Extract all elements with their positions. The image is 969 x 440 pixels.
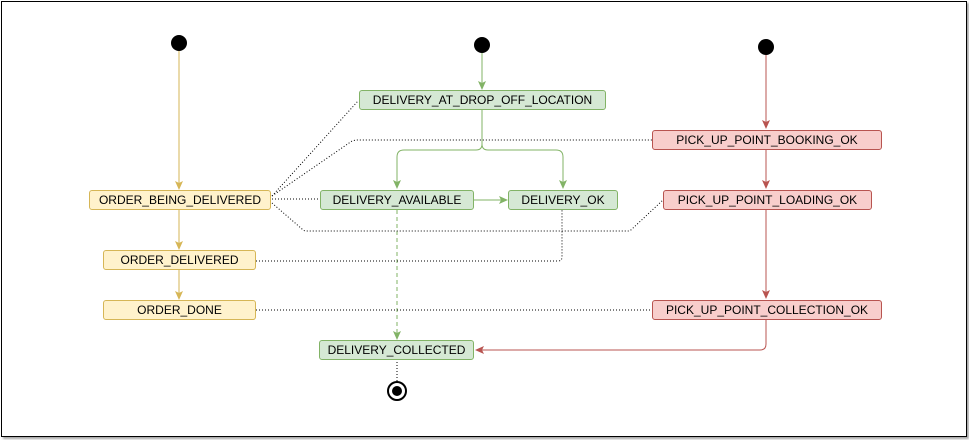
state-label: DELIVERY_AT_DROP_OFF_LOCATION: [372, 93, 593, 107]
initial-state-pickup: [758, 39, 774, 55]
edge-drop-off-to-available: [393, 110, 483, 189]
state-delivery-ok: DELIVERY_OK: [508, 190, 618, 210]
edge-drop-off-to-ok: [481, 143, 567, 189]
state-label: DELIVERY_OK: [521, 193, 605, 207]
edge-collection-to-delivery-collected: [475, 320, 767, 354]
state-label: PICK_UP_POINT_LOADING_OK: [677, 193, 858, 207]
state-label: PICK_UP_POINT_BOOKING_OK: [676, 133, 858, 147]
initial-state-order: [171, 35, 187, 51]
state-label: ORDER_DELIVERED: [120, 253, 239, 267]
state-order-done: ORDER_DONE: [103, 300, 256, 320]
state-pick-up-point-collection-ok: PICK_UP_POINT_COLLECTION_OK: [652, 300, 882, 320]
final-state: [387, 381, 407, 401]
state-pick-up-point-loading-ok: PICK_UP_POINT_LOADING_OK: [663, 190, 872, 210]
state-delivery-collected: DELIVERY_COLLECTED: [319, 340, 474, 360]
initial-state-delivery: [474, 37, 490, 53]
state-label: ORDER_DONE: [137, 303, 222, 317]
dotted-associations: [256, 100, 664, 381]
state-delivery-available: DELIVERY_AVAILABLE: [320, 190, 474, 210]
state-pick-up-point-booking-ok: PICK_UP_POINT_BOOKING_OK: [652, 130, 882, 150]
state-order-being-delivered: ORDER_BEING_DELIVERED: [89, 190, 271, 210]
state-label: PICK_UP_POINT_COLLECTION_OK: [665, 303, 869, 317]
state-delivery-at-drop-off-location: DELIVERY_AT_DROP_OFF_LOCATION: [359, 90, 606, 110]
state-label: DELIVERY_AVAILABLE: [332, 193, 462, 207]
state-order-delivered: ORDER_DELIVERED: [103, 250, 256, 270]
state-label: ORDER_BEING_DELIVERED: [98, 193, 262, 207]
state-label: DELIVERY_COLLECTED: [327, 343, 466, 357]
